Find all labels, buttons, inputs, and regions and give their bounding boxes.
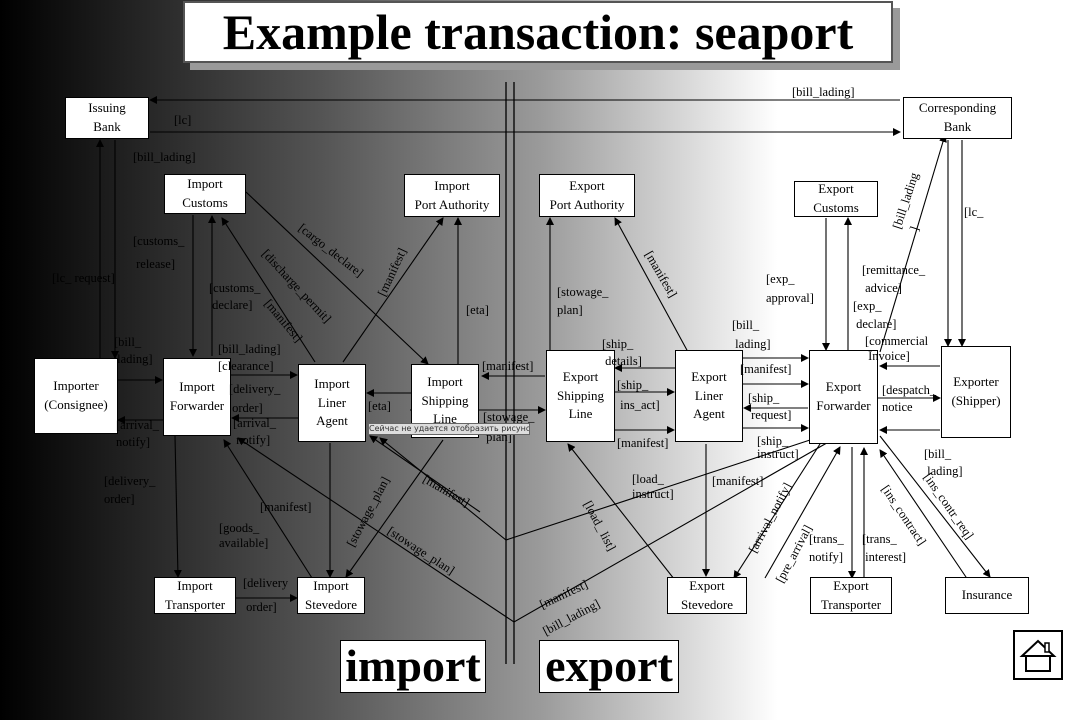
- flow-label: [bill_lading] [clearance]: [218, 342, 281, 373]
- flow-label: [ship_ request]: [748, 391, 792, 422]
- import-section-label: import: [340, 640, 486, 693]
- importer-box: Importer (Consignee): [34, 358, 118, 434]
- flow-label: [delivery_ order]: [229, 382, 281, 415]
- import-port-authority-box: Import Port Authority: [404, 174, 500, 217]
- flow-label: [arrival_ notify]: [116, 418, 160, 449]
- flow-label: [lc_: [964, 205, 984, 219]
- flow-label: [commercial Invoice]: [865, 334, 929, 363]
- flow-label: [despatch_ notice: [882, 383, 937, 414]
- export-stevedore-box: Export Stevedore: [667, 577, 747, 614]
- flow-label: [remittance_ advice]: [862, 263, 926, 295]
- flow-label: [ship_ details]: [602, 337, 642, 368]
- flow-label: [trans_ interest]: [862, 532, 907, 565]
- export-liner-agent-box: Export Liner Agent: [675, 350, 743, 442]
- flow-label: [bill_ lading]: [732, 318, 771, 351]
- export-port-authority-box: Export Port Authority: [539, 174, 635, 217]
- import-liner-agent-box: Import Liner Agent: [298, 364, 366, 442]
- insurance-box: Insurance: [945, 577, 1029, 614]
- flow-label: [exp_ declare]: [853, 299, 897, 331]
- import-forwarder-box: Import Forwarder: [163, 358, 231, 436]
- flow-label: [manifest]: [482, 359, 534, 373]
- flow-label: [goods_ available]: [219, 521, 269, 550]
- flow-label: [delivery_ order]: [104, 474, 156, 507]
- flow-label: [stowage_ plan]: [557, 285, 609, 317]
- slide-title: Example transaction: seaport: [183, 1, 893, 63]
- flow-label: [load_ instruct]: [632, 472, 674, 501]
- flow-label: [lc]: [174, 113, 192, 127]
- export-forwarder-box: Export Forwarder: [809, 350, 878, 444]
- flow-label: [bill_ lading]: [114, 335, 153, 366]
- export-customs-box: Export Customs: [794, 181, 878, 217]
- flow-label: [manifest]: [712, 474, 764, 488]
- flow-label: [eta]: [368, 399, 391, 413]
- flow-label: [bill_lading]: [133, 150, 196, 164]
- import-stevedore-box: Import Stevedore: [297, 577, 365, 614]
- flow-label: [customs_ declare]: [209, 281, 261, 312]
- flow-label: [bill_ lading]: [924, 447, 963, 478]
- flow-label: [delivery order]: [243, 576, 289, 614]
- flow-label: [customs_ release]: [133, 234, 185, 271]
- home-icon: [1019, 639, 1057, 672]
- corresponding-bank-box: Corresponding Bank: [903, 97, 1012, 139]
- export-section-label: export: [539, 640, 679, 693]
- flow-label: [eta]: [466, 303, 489, 317]
- exporter-box: Exporter (Shipper): [941, 346, 1011, 438]
- flow-label: [manifest]: [260, 500, 312, 514]
- flow-label: [manifest]: [740, 362, 792, 376]
- flow-label: [ship_ instruct]: [757, 434, 799, 461]
- flow-label: [ship_ ins_act]: [617, 378, 660, 412]
- missing-image-tooltip: Сейчас не удается отобразить рисунок: [368, 423, 530, 435]
- issuing-bank-box: Issuing Bank: [65, 97, 149, 139]
- flow-label: [arrival_ notify]: [233, 416, 277, 447]
- export-transporter-box: Export Transporter: [810, 577, 892, 614]
- flow-label: [lc_ request]: [52, 271, 115, 285]
- flow-label: [trans_ notify]: [809, 532, 844, 565]
- flow-label: [bill_lading]: [792, 85, 855, 99]
- home-button[interactable]: [1013, 630, 1063, 680]
- export-shipping-line-box: Export Shipping Line: [546, 350, 615, 442]
- import-transporter-box: Import Transporter: [154, 577, 236, 614]
- import-customs-box: Import Customs: [164, 174, 246, 214]
- flow-label: [exp_ approval]: [766, 272, 814, 305]
- flow-label: [manifest]: [617, 436, 669, 450]
